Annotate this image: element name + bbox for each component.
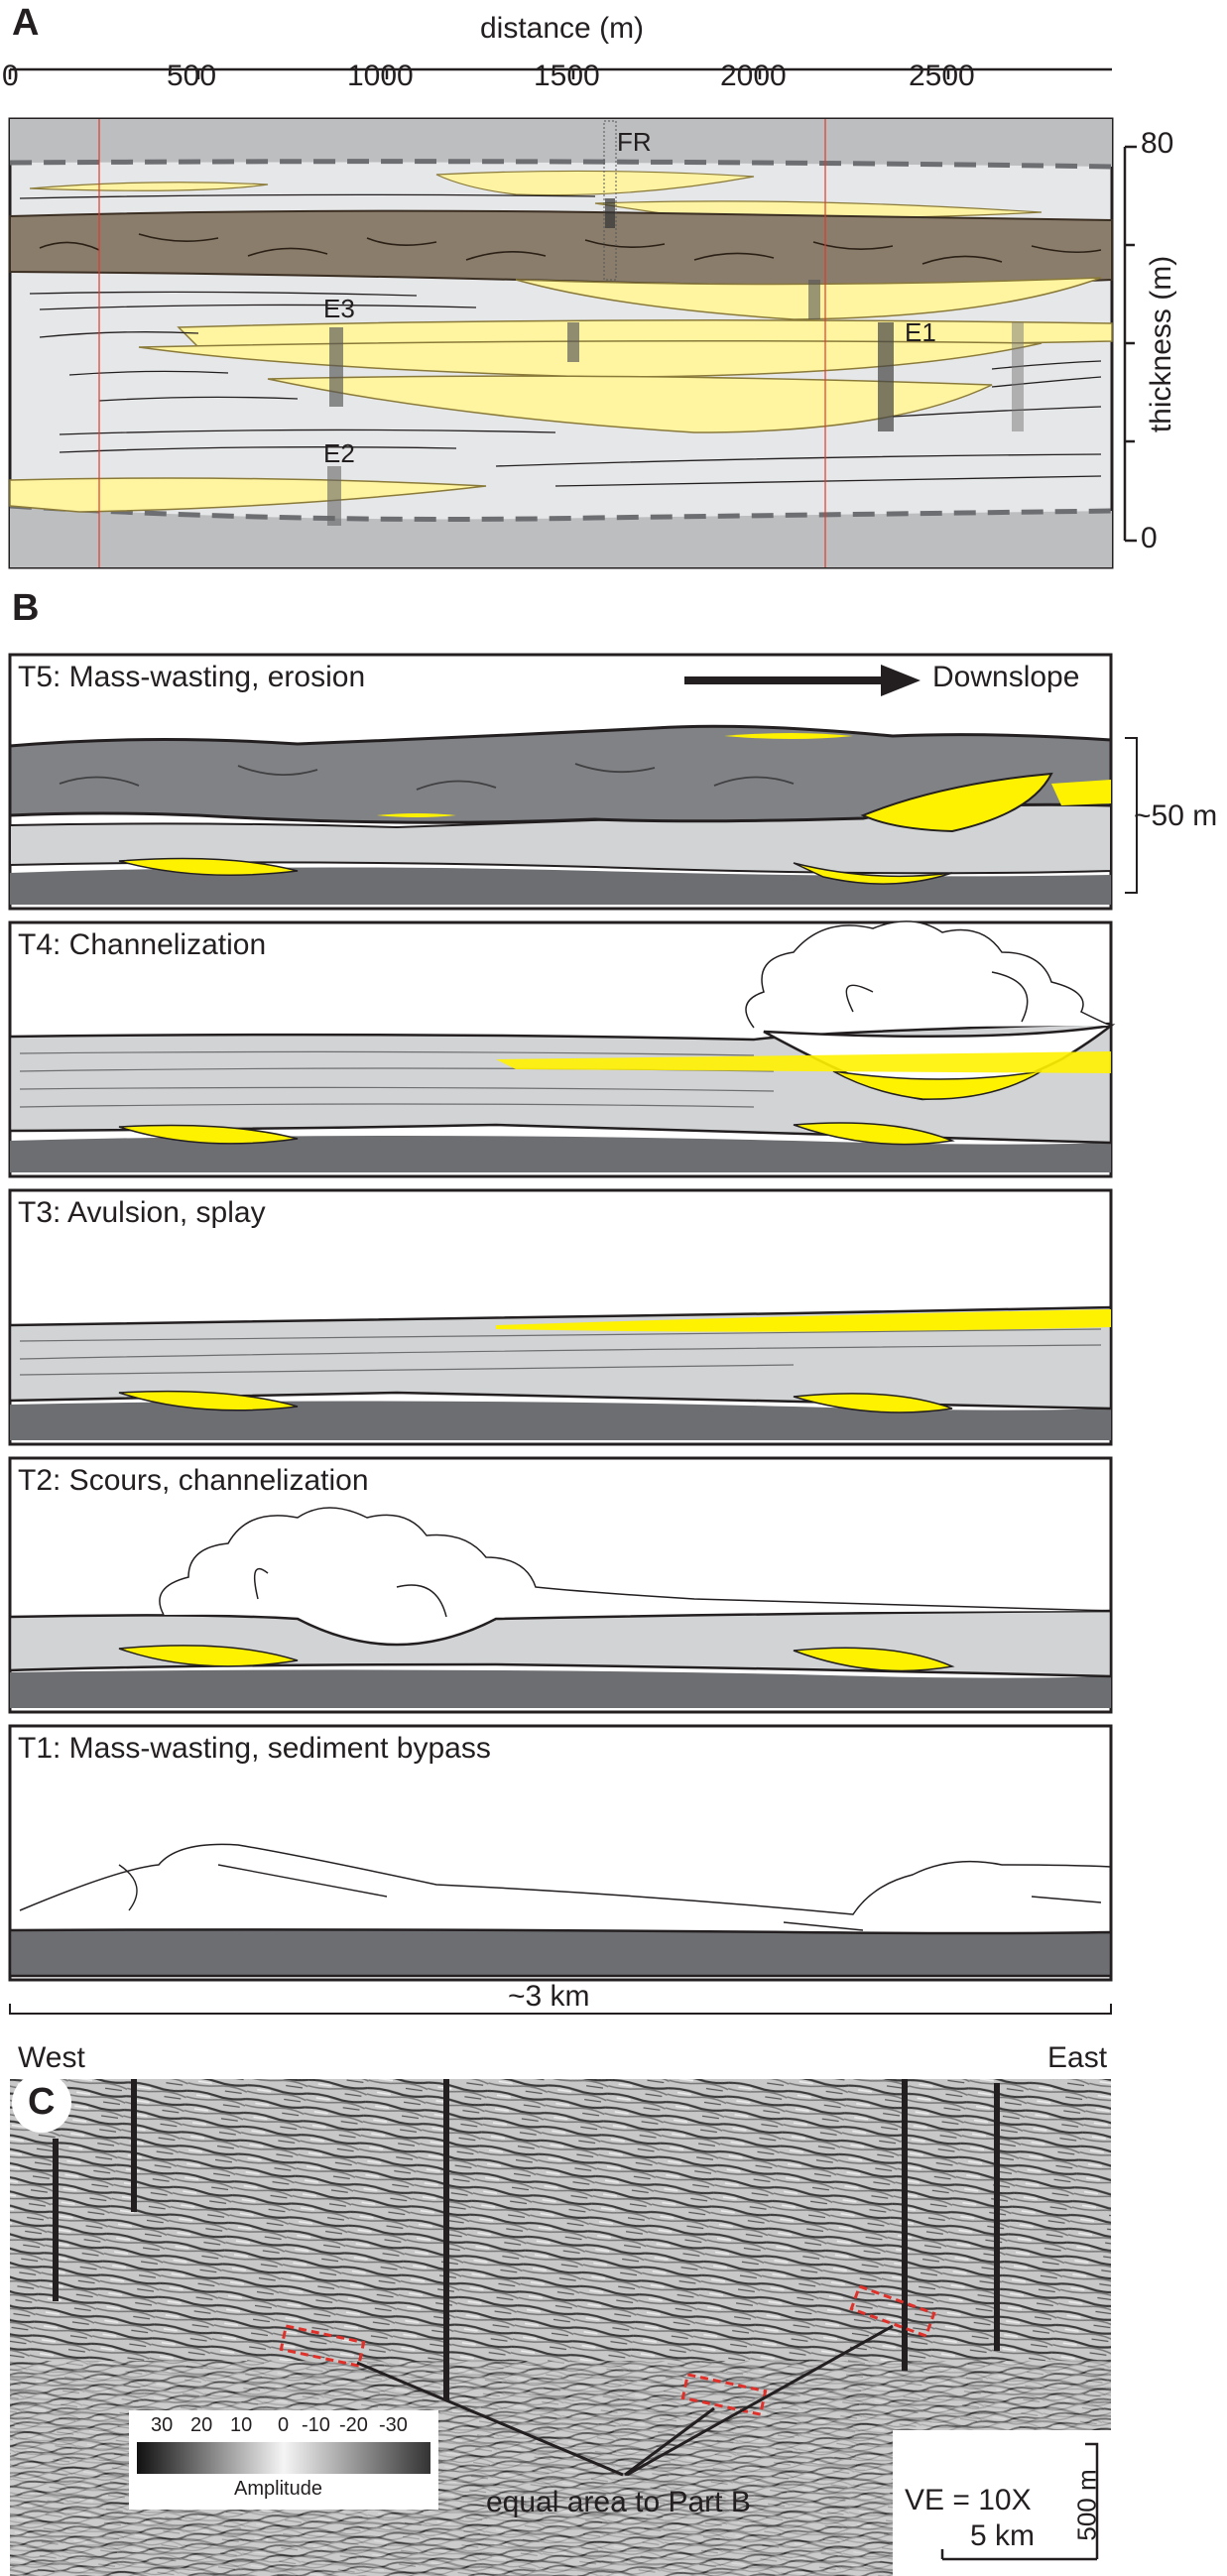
mtd-fabric <box>39 233 1102 265</box>
panel-c <box>10 2073 1111 2576</box>
width-scale-line <box>9 2004 1112 2015</box>
west-label: West <box>18 2041 85 2074</box>
lower-bounding-surface <box>9 503 1113 522</box>
colorbar-title: Amplitude <box>234 2478 322 2500</box>
vertical-scale-label: 500 m <box>1071 2469 1102 2541</box>
sand-lens <box>435 170 755 196</box>
x-tick-marks <box>8 69 950 79</box>
stage-title-t1: T1: Mass-wasting, sediment bypass <box>18 1732 491 1765</box>
sand-lens <box>138 340 1043 378</box>
x-tick-label: 2000 <box>720 60 787 92</box>
y-axis-title: thickness (m) <box>1145 255 1178 433</box>
upper-unit <box>10 119 1112 167</box>
colorbar-tick: -30 <box>379 2414 408 2436</box>
colorbar-tick: -20 <box>339 2414 368 2436</box>
stage-title-t4: T4: Channelization <box>18 928 267 961</box>
panel-b <box>8 653 1138 2015</box>
horizontal-scale-label: 5 km <box>970 2519 1036 2552</box>
x-tick-label: 2500 <box>909 60 975 92</box>
y-tick-label: 80 <box>1141 127 1174 160</box>
thickness-scale-bracket <box>1125 737 1138 894</box>
well-label-fr: FR <box>617 127 652 157</box>
x-tick-label: 500 <box>167 60 217 92</box>
well-label-e2: E2 <box>323 438 355 468</box>
lower-unit <box>10 506 1112 567</box>
x-tick-label: 0 <box>2 60 19 92</box>
colorbar-tick: 0 <box>278 2414 290 2436</box>
width-scale-label: ~3 km <box>508 1980 590 2013</box>
upper-bounding-surface <box>9 159 1113 170</box>
colorbar-tick: 30 <box>151 2414 174 2436</box>
stage-title-t2: T2: Scours, channelization <box>18 1464 369 1497</box>
stage-title-t5: T5: Mass-wasting, erosion <box>18 661 366 693</box>
amplitude-colorbar <box>137 2442 430 2474</box>
bedding-lines <box>19 193 1102 487</box>
equal-area-annotation: equal area to Part B <box>486 2486 751 2518</box>
well-logs <box>327 120 1024 526</box>
x-tick-label: 1000 <box>347 60 414 92</box>
downslope-arrow-icon <box>881 665 920 696</box>
east-label: East <box>1047 2041 1108 2074</box>
sand-lens <box>9 477 487 513</box>
well-label-e3: E3 <box>323 294 355 323</box>
vertical-scale-bar <box>1085 2442 1099 2559</box>
colorbar-tick: 10 <box>230 2414 253 2436</box>
thickness-scale-label: ~50 m <box>1134 799 1218 832</box>
sand-lens <box>29 182 269 191</box>
downslope-label: Downslope <box>932 661 1080 693</box>
x-axis-title: distance (m) <box>480 12 645 45</box>
stage-t1 <box>8 1724 1113 1982</box>
stage-t4 <box>8 920 1116 1178</box>
vertical-exaggeration-label: VE = 10X <box>905 2484 1032 2516</box>
panel-a-letter: A <box>12 2 40 44</box>
y-tick-marks <box>1125 145 1137 543</box>
panel-c-badge <box>12 2073 71 2133</box>
scale-panel <box>893 2430 1111 2576</box>
colorbar-tick: -10 <box>302 2414 330 2436</box>
equal-area-boxes <box>279 2284 936 2416</box>
stage-t2 <box>8 1456 1113 1714</box>
y-tick-label: 0 <box>1141 522 1158 554</box>
seismic-wells <box>53 2079 1000 2400</box>
mass-transport-deposit <box>9 209 1113 287</box>
panel-b-letter: B <box>12 587 40 629</box>
colorbar-tick: 20 <box>190 2414 213 2436</box>
well-label-e1: E1 <box>905 317 936 347</box>
panel-c-letter: C <box>28 2081 56 2123</box>
x-tick-label: 1500 <box>534 60 600 92</box>
stage-t3 <box>8 1188 1113 1446</box>
panel-a <box>8 67 1137 569</box>
leader-lines <box>356 2324 894 2477</box>
stage-t5 <box>8 653 1113 911</box>
stage-title-t3: T3: Avulsion, splay <box>18 1196 266 1229</box>
sand-lens <box>267 375 993 433</box>
